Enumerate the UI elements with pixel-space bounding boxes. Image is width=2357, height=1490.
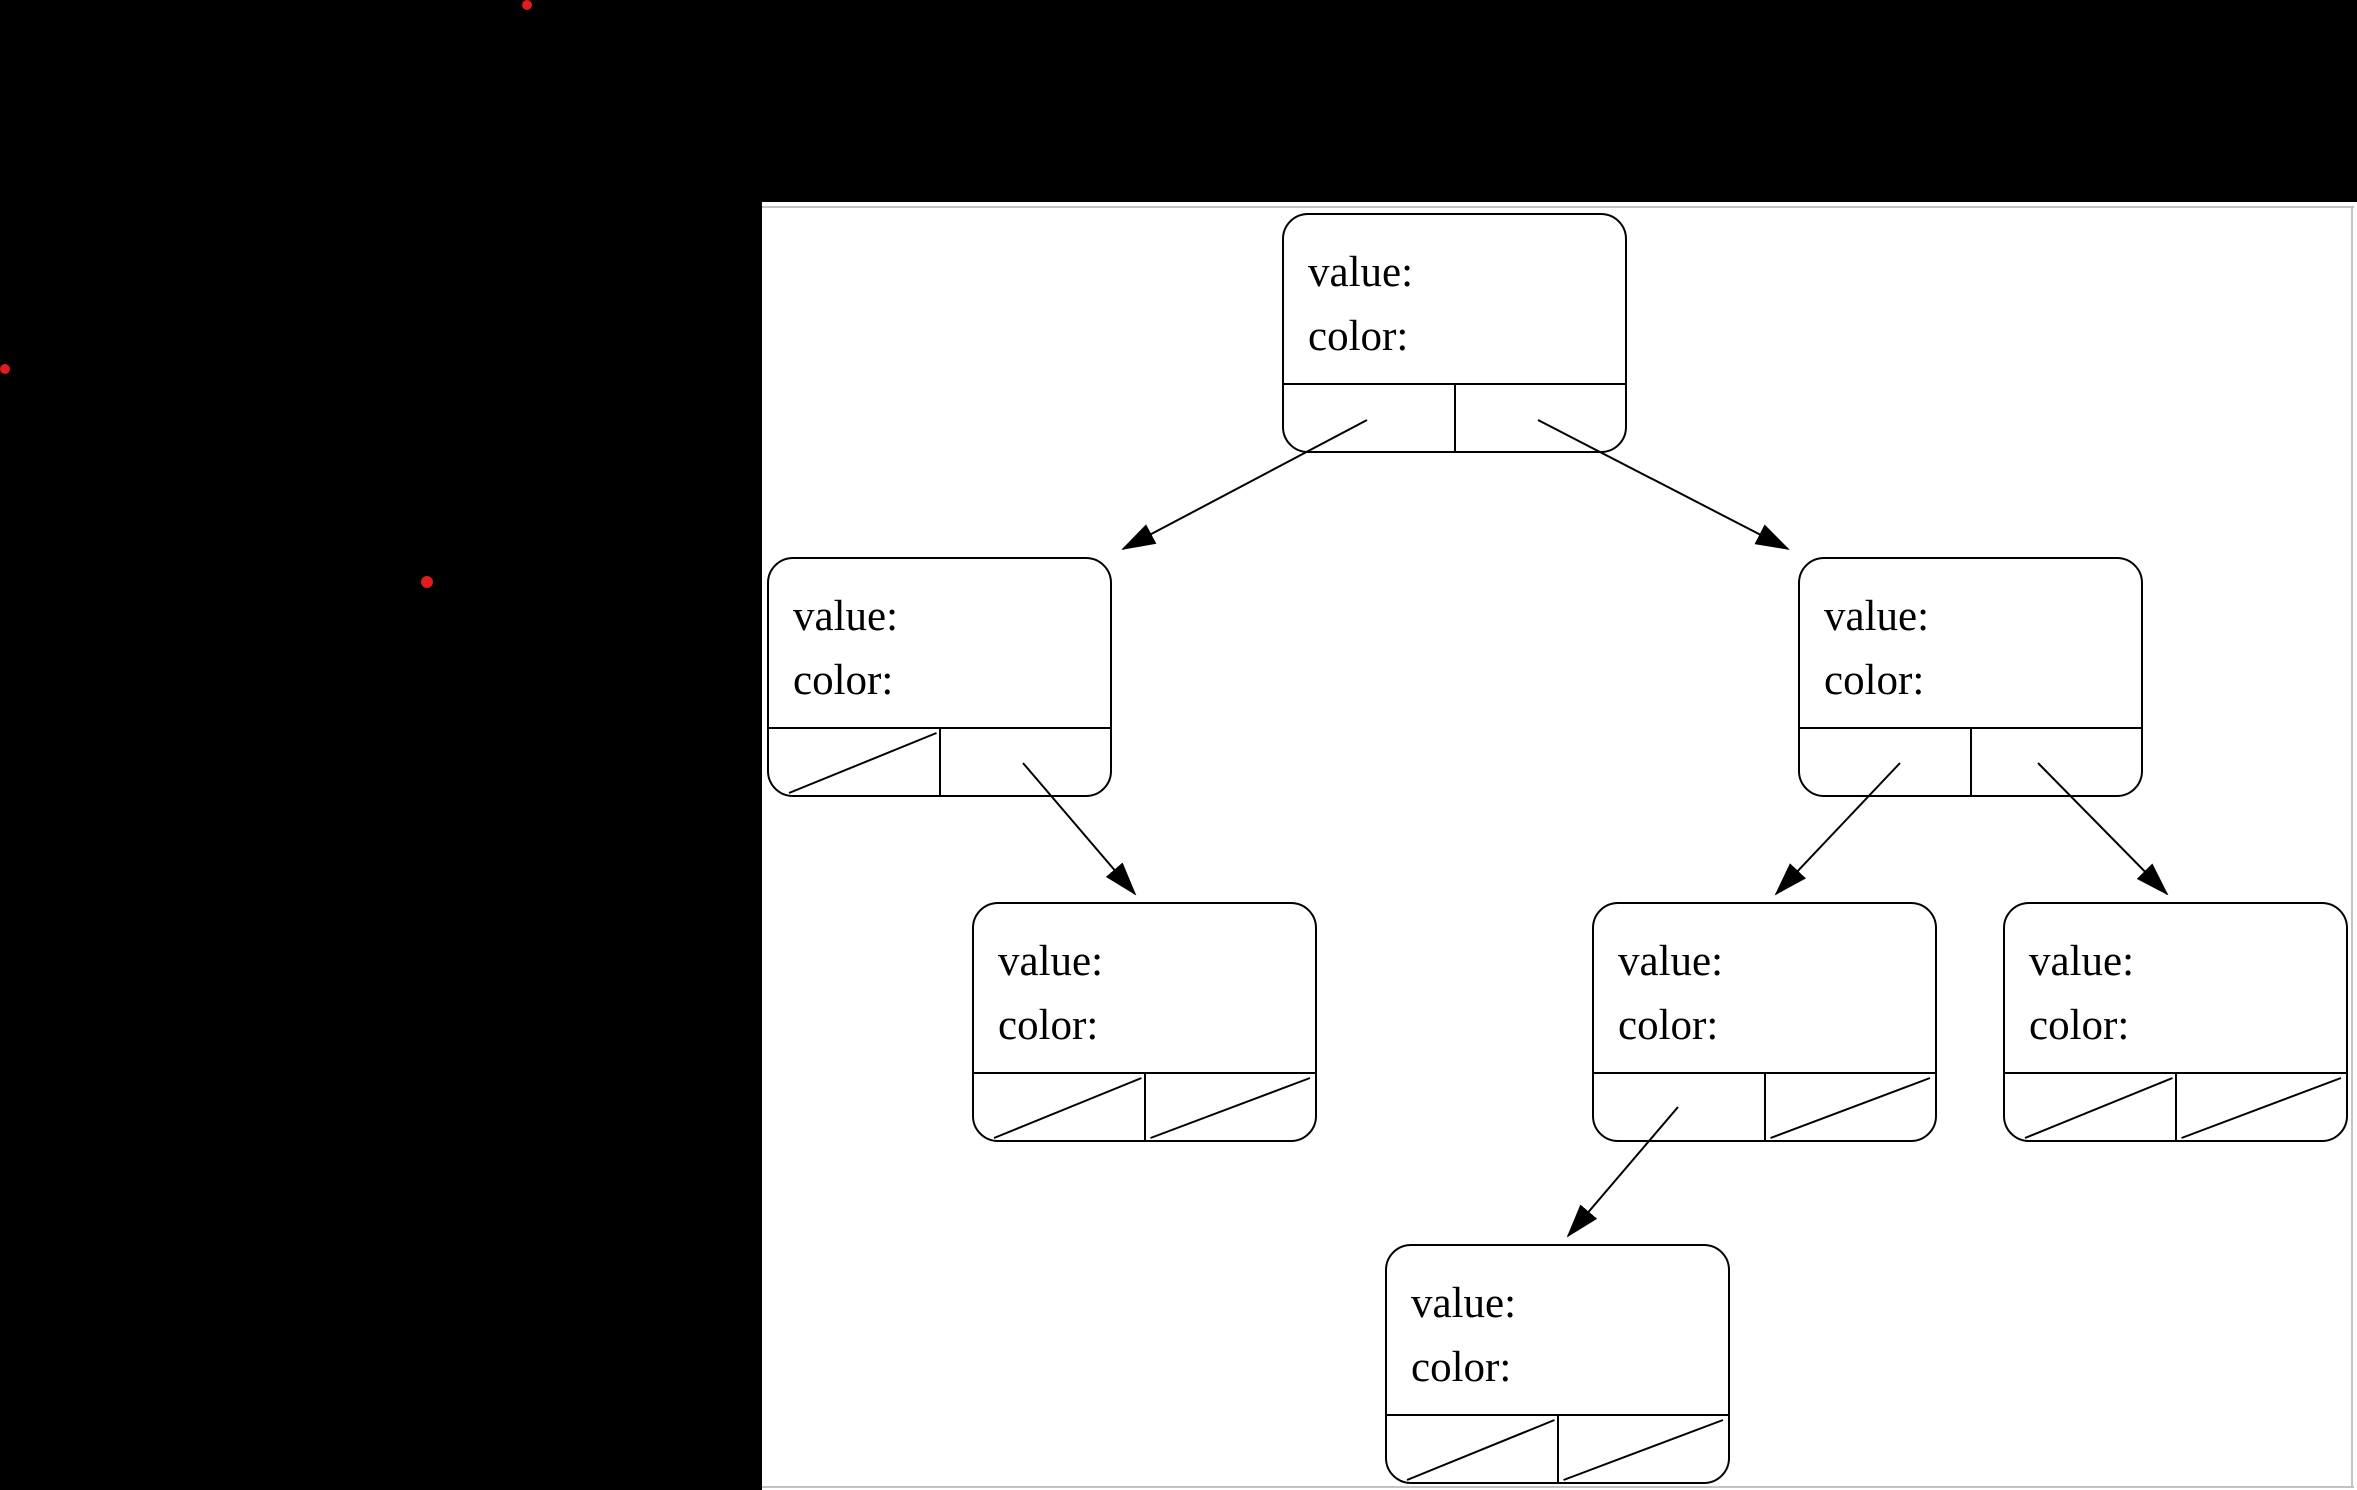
- left-pointer-cell: [974, 1074, 1144, 1140]
- color-field-label: color:: [1411, 1344, 1512, 1391]
- panel-top-frame-line: [762, 206, 2354, 208]
- node-fields: value: color:: [793, 585, 898, 713]
- left-pointer-cell: [1284, 385, 1454, 451]
- tree-node-left-child: value: color:: [767, 557, 1112, 797]
- right-pointer-cell: [2174, 1074, 2347, 1140]
- color-field-label: color:: [1618, 1002, 1719, 1049]
- pointer-row: [974, 1072, 1315, 1140]
- color-field-label: color:: [2029, 1002, 2130, 1049]
- left-pointer-cell: [2005, 1074, 2175, 1140]
- color-field-label: color:: [998, 1002, 1099, 1049]
- left-pointer-cell: [1800, 729, 1970, 795]
- color-field-label: color:: [1824, 657, 1925, 704]
- right-pointer-cell: [938, 729, 1111, 795]
- red-dot-3: [421, 576, 433, 588]
- node-fields: value: color:: [1308, 241, 1413, 369]
- pointer-row: [1284, 383, 1625, 451]
- right-pointer-cell: [1453, 385, 1626, 451]
- value-field-label: value:: [1411, 1280, 1517, 1327]
- pointer-row: [2005, 1072, 2346, 1140]
- pointer-row: [1594, 1072, 1935, 1140]
- right-pointer-cell: [1143, 1074, 1316, 1140]
- pointer-row: [1800, 727, 2141, 795]
- tree-node-root: value: color:: [1282, 213, 1627, 453]
- right-pointer-cell: [1763, 1074, 1936, 1140]
- color-field-label: color:: [1308, 313, 1409, 360]
- panel-bottom-frame-line: [762, 1486, 2354, 1488]
- left-pointer-cell: [1594, 1074, 1764, 1140]
- node-fields: value: color:: [1824, 585, 1929, 713]
- tree-node-right-child: value: color:: [1798, 557, 2143, 797]
- tree-node-left-right-grandchild: value: color:: [972, 902, 1317, 1142]
- left-pointer-cell: [1387, 1416, 1557, 1482]
- value-field-label: value:: [793, 593, 899, 640]
- tree-node-great-grandchild: value: color:: [1385, 1244, 1730, 1484]
- node-fields: value: color:: [2029, 930, 2134, 1058]
- value-field-label: value:: [1824, 593, 1930, 640]
- right-pointer-cell: [1556, 1416, 1729, 1482]
- tree-node-right-left-grandchild: value: color:: [1592, 902, 1937, 1142]
- pointer-row: [769, 727, 1110, 795]
- value-field-label: value:: [998, 938, 1104, 985]
- red-dot-2: [0, 364, 10, 374]
- tree-node-right-right-grandchild: value: color:: [2003, 902, 2348, 1142]
- node-fields: value: color:: [998, 930, 1103, 1058]
- red-dot-1: [522, 0, 532, 10]
- value-field-label: value:: [1308, 249, 1414, 296]
- pointer-row: [1387, 1414, 1728, 1482]
- node-fields: value: color:: [1618, 930, 1723, 1058]
- node-fields: value: color:: [1411, 1272, 1516, 1400]
- panel-right-frame-line: [2351, 206, 2353, 1486]
- value-field-label: value:: [2029, 938, 2135, 985]
- left-pointer-cell: [769, 729, 939, 795]
- color-field-label: color:: [793, 657, 894, 704]
- value-field-label: value:: [1618, 938, 1724, 985]
- right-pointer-cell: [1969, 729, 2142, 795]
